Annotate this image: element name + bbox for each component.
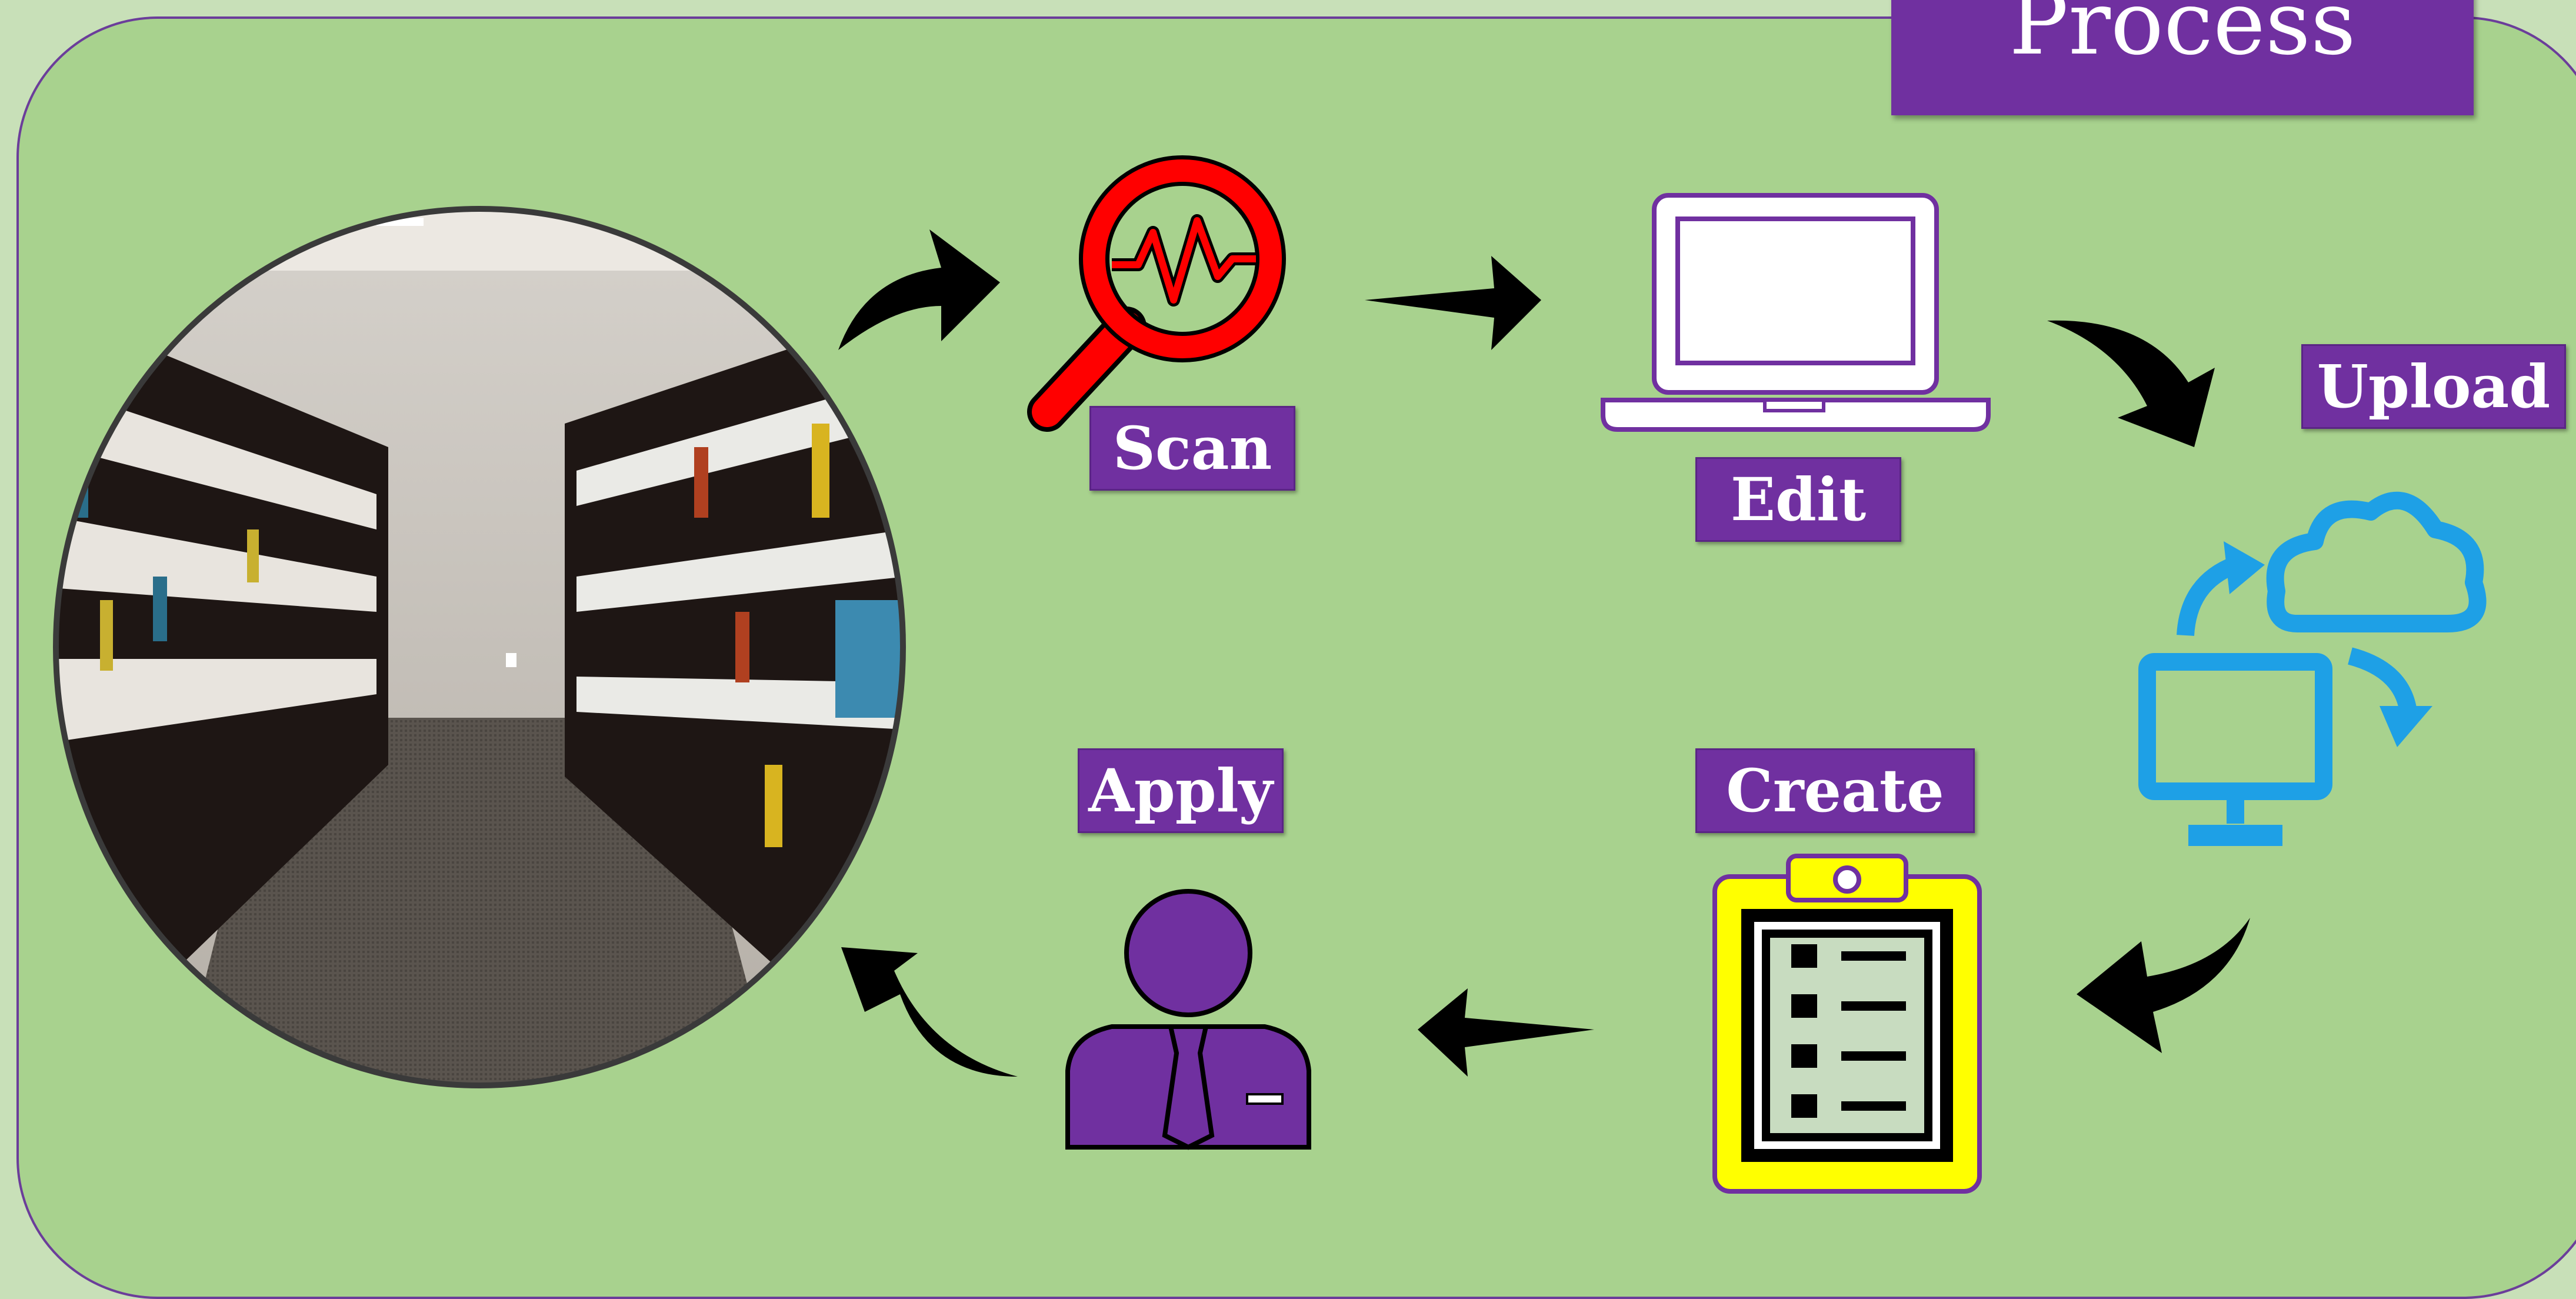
title-banner: Process xyxy=(1891,0,2474,115)
title-text: Process xyxy=(2009,0,2356,75)
step-label-edit: Edit xyxy=(1695,457,1901,542)
step-text-apply: Apply xyxy=(1088,756,1273,825)
laptop-icon xyxy=(1601,193,1991,432)
step-label-apply: Apply xyxy=(1078,748,1284,833)
photo-frame xyxy=(53,206,906,1088)
arrow-photo-to-scan xyxy=(838,229,1000,350)
diagram-graphics xyxy=(53,155,2487,1194)
arrow-edit-to-upload xyxy=(2047,320,2215,447)
step-text-edit: Edit xyxy=(1730,465,1867,534)
arrow-upload-to-create xyxy=(2077,918,2250,1053)
arrow-scan-to-edit xyxy=(1365,256,1541,350)
arrow-create-to-apply xyxy=(1418,988,1594,1077)
magnifier-pulse-icon xyxy=(1027,155,1286,432)
cloud-sync-icon xyxy=(2138,491,2487,846)
sync-arrowheads xyxy=(2224,541,2432,747)
step-label-scan: Scan xyxy=(1089,406,1295,491)
step-label-upload: Upload xyxy=(2301,344,2566,429)
arrows xyxy=(838,229,2250,1077)
person-icon xyxy=(1065,889,1311,1150)
arrow-apply-to-photo xyxy=(841,947,1018,1077)
step-label-create: Create xyxy=(1695,748,1975,833)
step-text-create: Create xyxy=(1726,756,1944,825)
step-text-scan: Scan xyxy=(1112,414,1272,483)
step-text-upload: Upload xyxy=(2317,352,2551,421)
library-photo xyxy=(56,209,903,1085)
clipboard-checklist-icon xyxy=(1712,854,1982,1194)
